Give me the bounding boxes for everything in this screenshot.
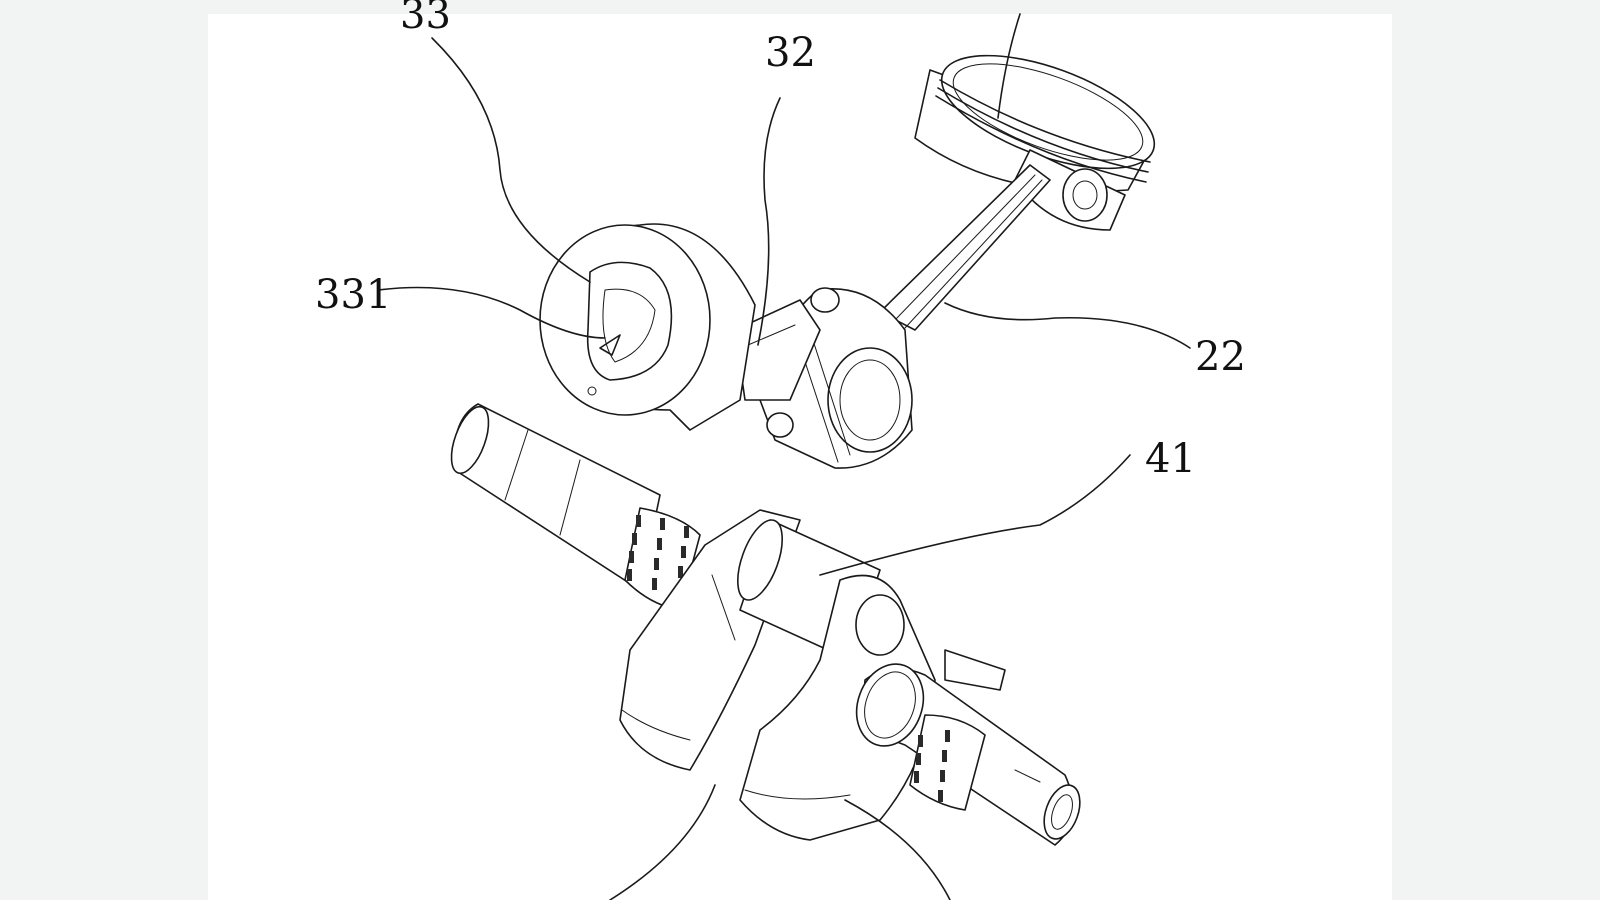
leader-41 — [819, 454, 1131, 576]
right-gear-teeth — [914, 730, 950, 802]
leader-lines — [377, 13, 1191, 900]
leader-32 — [757, 97, 781, 346]
label-33: 33 — [400, 0, 451, 38]
part-32 — [734, 299, 821, 401]
reference-labels: 33 32 331 22 41 — [315, 0, 1246, 482]
leader-22 — [944, 302, 1191, 349]
leader-bottom-left — [609, 784, 716, 900]
label-41: 41 — [1145, 436, 1196, 482]
piston — [914, 54, 1156, 231]
counterweight-33 — [539, 223, 756, 431]
left-gear-teeth — [627, 515, 689, 590]
label-32: 32 — [765, 30, 816, 76]
leader-33 — [431, 37, 591, 283]
label-331: 331 — [315, 272, 391, 318]
leader-331 — [377, 286, 606, 339]
leader-piston — [997, 13, 1021, 119]
crankshaft — [450, 403, 1081, 846]
leader-bottom-right — [844, 799, 951, 900]
label-22: 22 — [1195, 334, 1246, 380]
